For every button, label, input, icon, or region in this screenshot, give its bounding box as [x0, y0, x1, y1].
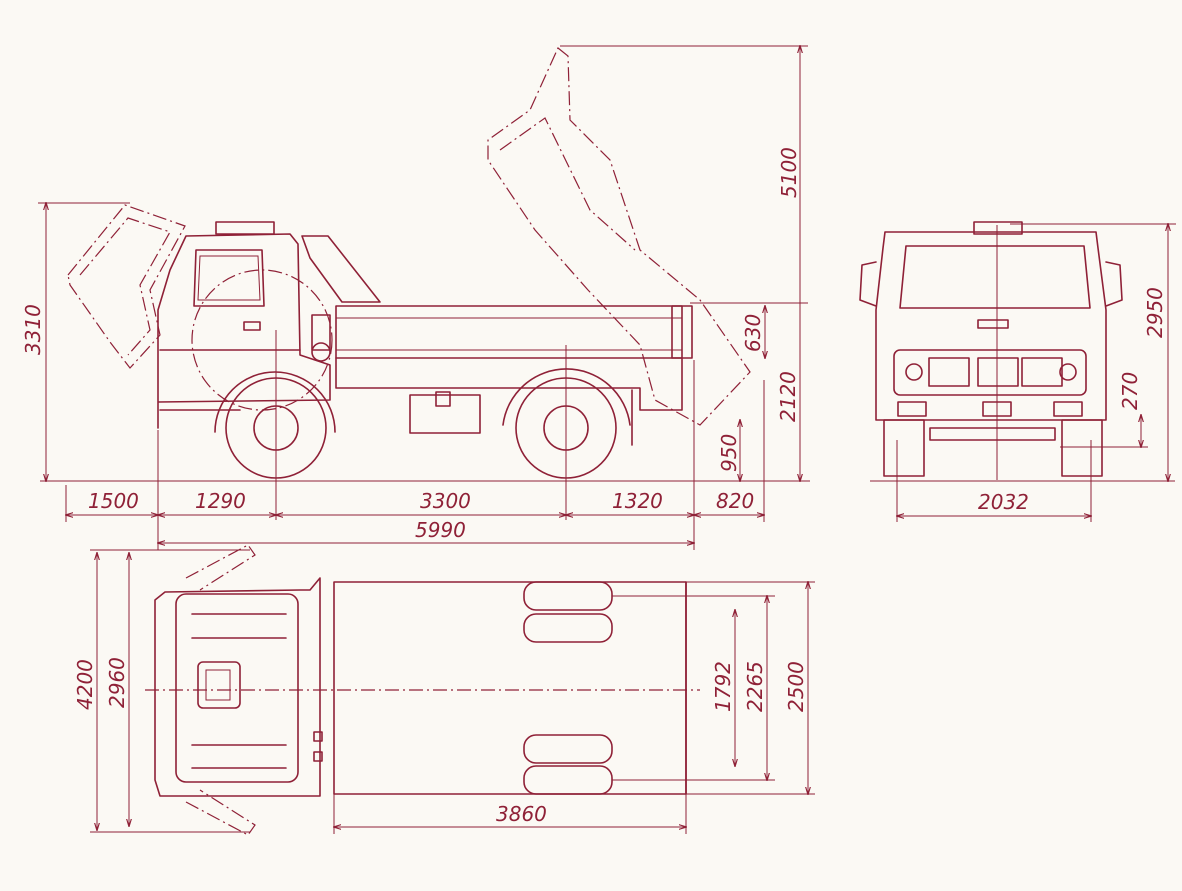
side-view: 3310 5100 630 2120 950 1500 1290 3300 13… — [21, 46, 810, 550]
air-intake — [301, 235, 381, 303]
dim-front-tilt-cab: 1500 — [88, 489, 139, 513]
front-view: 2950 270 2032 — [859, 221, 1176, 522]
cab-body — [157, 233, 331, 429]
dim-platform-height: 2120 — [776, 371, 800, 422]
dim-overall-width: 2500 — [784, 661, 808, 712]
fuel-tank — [409, 394, 481, 434]
dump-body-lowered — [335, 305, 683, 359]
dim-front-overall-height: 2950 — [1143, 287, 1167, 338]
door-handle — [243, 321, 261, 331]
front-wheel — [214, 371, 336, 479]
right-headlight — [1059, 363, 1077, 381]
rear-wheel-top-right-outer — [523, 765, 613, 795]
dim-overall-length: 5990 — [415, 518, 466, 542]
cab-window — [193, 249, 265, 307]
roof-vent — [215, 221, 275, 235]
left-mirror — [859, 261, 877, 307]
cab-tilt-arc — [191, 269, 333, 411]
cab-top — [154, 577, 321, 797]
dump-body-raised — [487, 47, 751, 426]
dim-overall-height: 3310 — [21, 304, 45, 355]
dim-rear-to-axle: 1320 — [612, 489, 663, 513]
dim-rear-overhang-height: 950 — [717, 434, 741, 472]
dim-body-length: 3860 — [496, 802, 547, 826]
roof-hatch — [197, 661, 241, 709]
front-right-tire — [1061, 419, 1103, 477]
chassis-frame — [335, 357, 683, 411]
dim-ground-clearance: 270 — [1118, 372, 1142, 410]
left-headlight — [905, 363, 923, 381]
dim-rear-track-outer: 2265 — [743, 661, 767, 712]
front-left-tire — [883, 419, 925, 477]
dim-rear-overhang: 820 — [716, 489, 754, 513]
top-view: 4200 2960 1792 2265 2500 3860 — [73, 544, 815, 836]
rear-wheel-top-left-outer — [523, 581, 613, 611]
dump-body-top — [333, 581, 687, 795]
dim-width-tilted: 4200 — [73, 659, 97, 710]
windshield — [899, 245, 1091, 309]
right-mirror — [1105, 261, 1123, 307]
dim-front-overhang: 1290 — [195, 489, 246, 513]
dim-track: 2032 — [978, 490, 1029, 514]
dim-rear-track-inner: 1792 — [711, 661, 735, 712]
tilted-cab-outline — [67, 204, 186, 369]
front-cab-outline — [875, 231, 1107, 421]
dim-body-side-height: 630 — [741, 314, 765, 352]
dim-width-cab-open: 2960 — [105, 657, 129, 708]
dim-wheelbase: 3300 — [420, 489, 471, 513]
grille-panel — [893, 349, 1087, 396]
dim-raised-body-height: 5100 — [777, 147, 801, 198]
